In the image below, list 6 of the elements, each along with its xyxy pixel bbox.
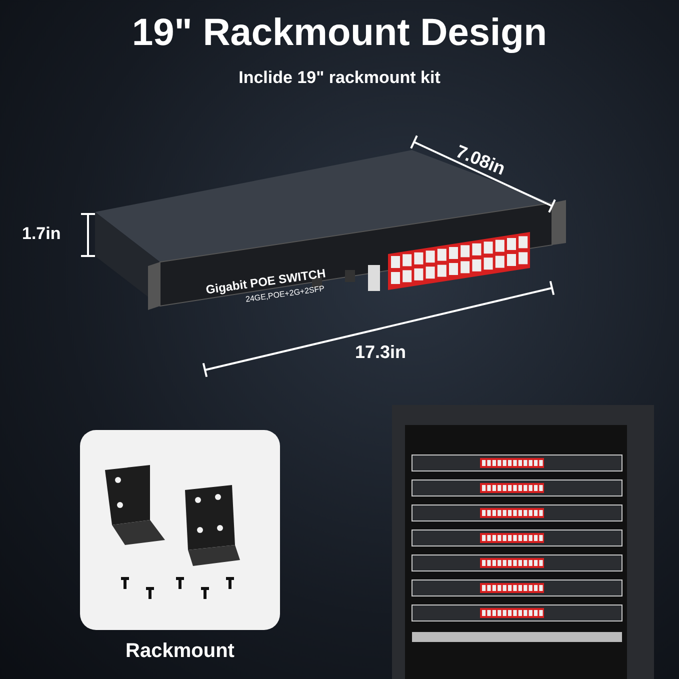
dimension-label: 7.08in: [452, 141, 508, 180]
dimension-label: 1.7in: [22, 224, 61, 244]
title: 19" Rackmount Design: [130, 12, 548, 55]
subtitle: Inclide 19" rackmount kit: [238, 68, 442, 88]
dimension-label: 17.3in: [355, 342, 406, 363]
caption-text: Rackmount: [124, 640, 236, 663]
